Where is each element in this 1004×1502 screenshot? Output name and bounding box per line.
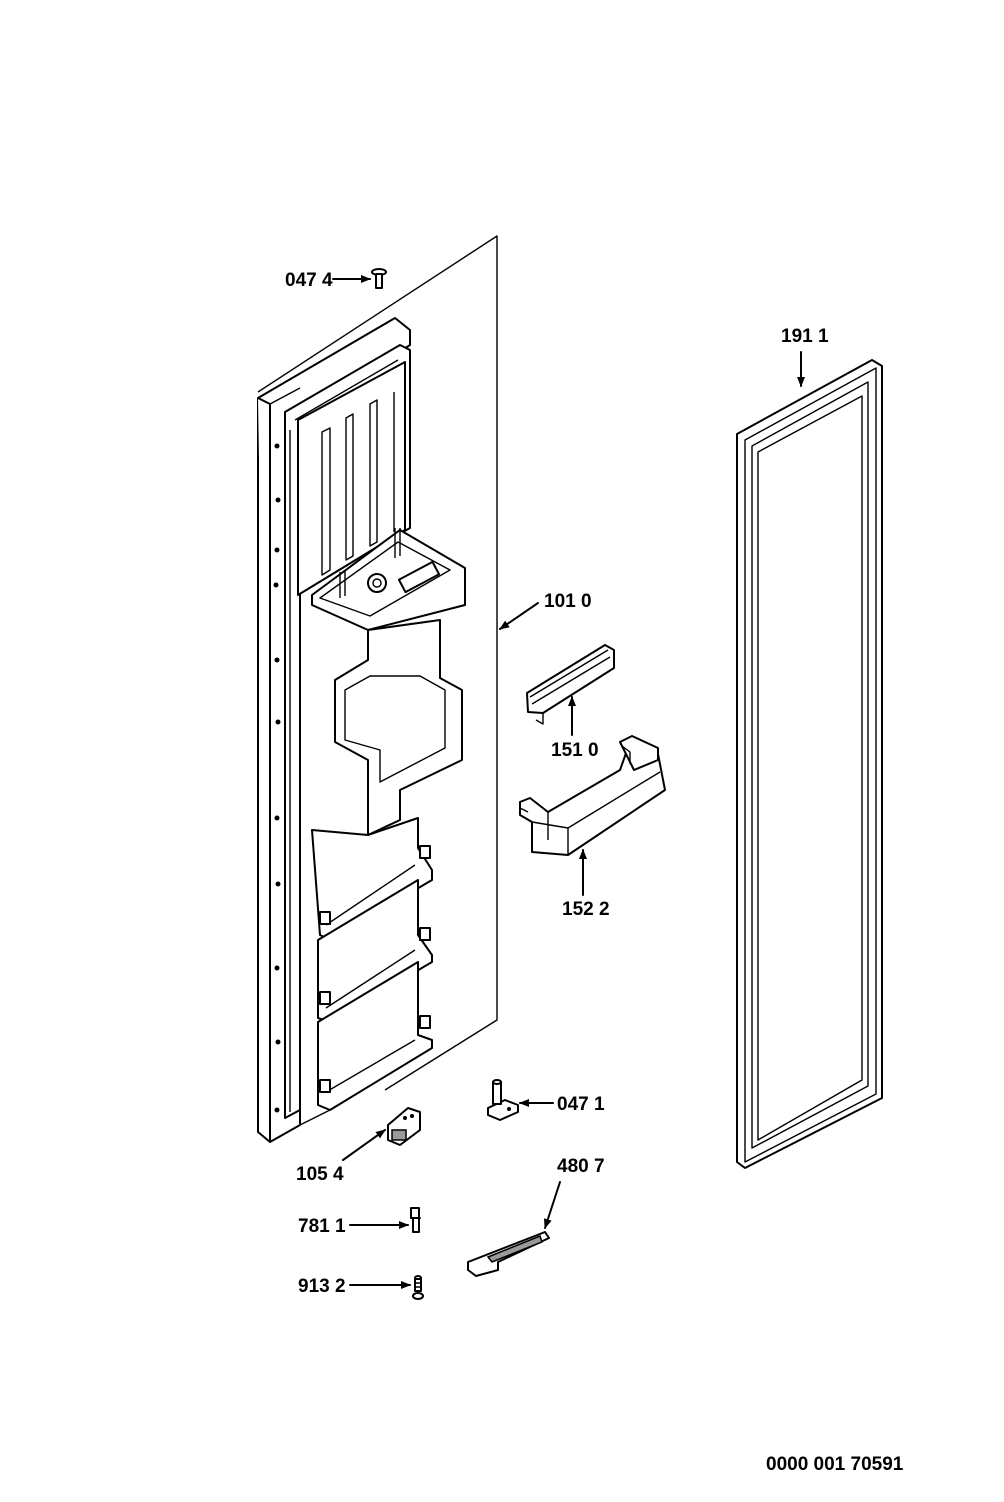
hinge-plate-part-1054: [387, 1107, 421, 1146]
door-bin-part: [519, 735, 666, 856]
label-4807: 480 7: [557, 1156, 605, 1177]
label-1510: 151 0: [551, 740, 599, 761]
leader-1054: [342, 1129, 386, 1161]
label-0474: 047 4: [285, 270, 333, 291]
door-liner-assembly: [257, 235, 498, 1143]
hinge-pin-part-0471: [487, 1079, 519, 1121]
screw-part-0474: [371, 268, 387, 289]
label-0471: 047 1: [557, 1094, 605, 1115]
door-frame-holes: [273, 443, 281, 1113]
bushing-part-7811: [410, 1207, 421, 1233]
label-1522: 152 2: [562, 899, 610, 920]
drawing-number: 0000 001 70591: [766, 1454, 904, 1475]
hinge-cover-part-4807: [467, 1231, 550, 1277]
screw-part-9132: [412, 1275, 424, 1300]
label-1911: 191 1: [781, 326, 829, 347]
leader-4807: [543, 1181, 561, 1229]
label-1010: 101 0: [544, 591, 592, 612]
label-7811: 781 1: [298, 1216, 346, 1237]
part-number-labels: 047 4 191 1 101 0 151 0 152 2 047 1 105 …: [285, 270, 904, 1475]
label-1054: 105 4: [296, 1164, 344, 1185]
leader-1010: [499, 602, 539, 630]
door-gasket: [736, 359, 883, 1169]
label-9132: 913 2: [298, 1276, 346, 1297]
leader-arrows: [332, 275, 805, 1289]
shelf-rail-part: [526, 644, 615, 725]
